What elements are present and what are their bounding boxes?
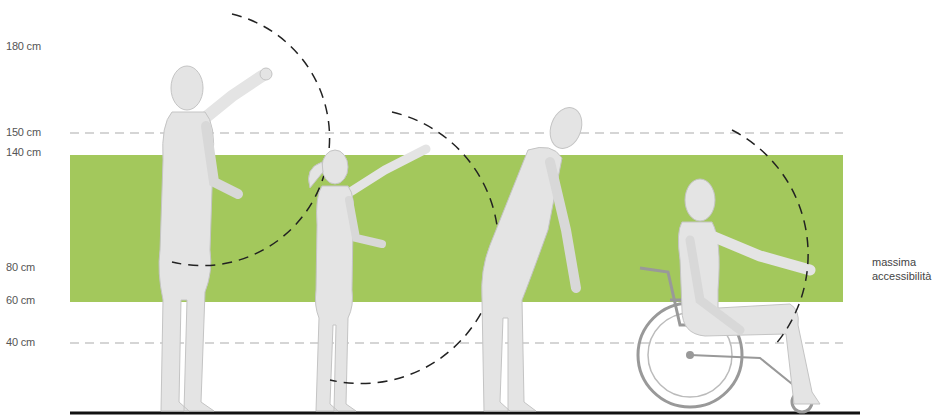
- dashed-line: [70, 132, 843, 134]
- dashed-line: [70, 342, 843, 344]
- height-label: 80 cm: [6, 261, 35, 273]
- wheelchair-figure: [638, 179, 820, 412]
- height-label: 150 cm: [6, 126, 41, 138]
- height-label: 140 cm: [6, 146, 41, 158]
- height-label: 180 cm: [6, 40, 41, 52]
- reach-arc: [172, 14, 330, 266]
- band-label: massima accessibilità: [872, 255, 937, 284]
- height-label: 40 cm: [6, 336, 35, 348]
- adult-figure: [159, 66, 272, 411]
- accessibility-band: massima accessibilità: [70, 155, 843, 302]
- elderly-figure: [482, 103, 588, 411]
- reach-arc: [732, 130, 808, 345]
- reach-arc: [330, 112, 499, 384]
- child-figure: [309, 149, 427, 411]
- height-label: 60 cm: [6, 294, 35, 306]
- ground-line: [70, 412, 860, 415]
